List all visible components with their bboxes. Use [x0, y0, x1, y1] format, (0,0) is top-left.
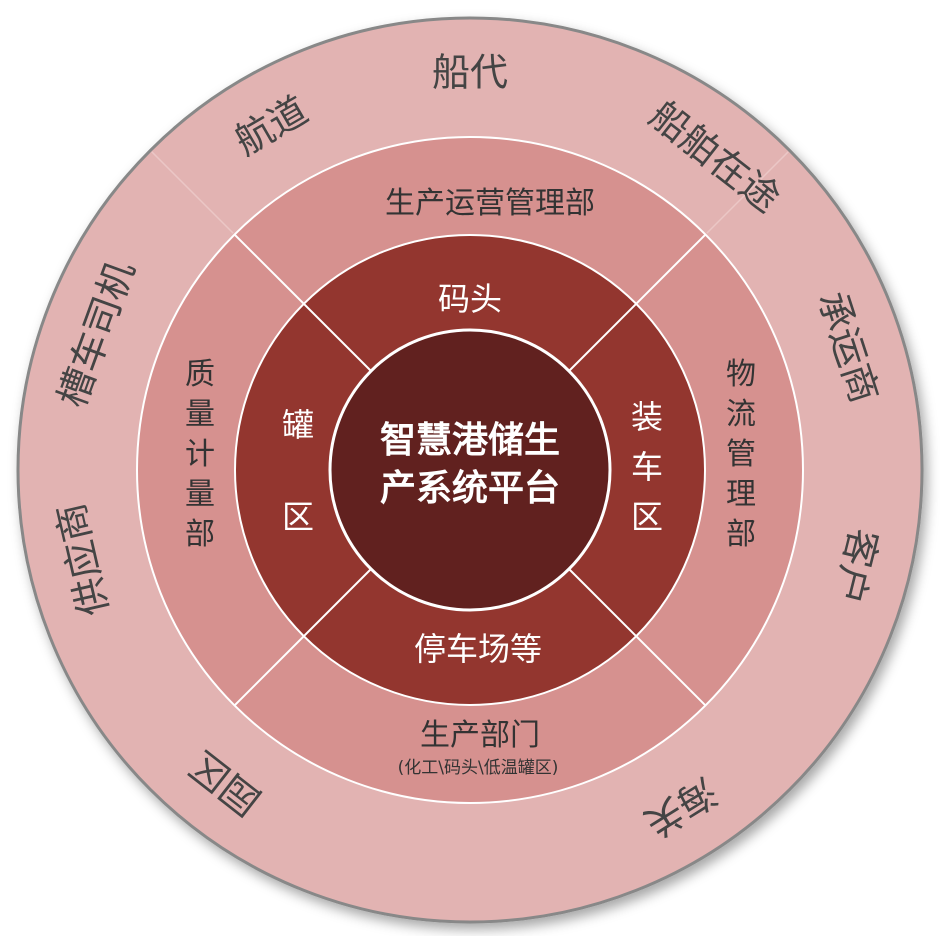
ring-separators	[233, 233, 707, 707]
inner-left-char-0: 罐	[282, 406, 314, 444]
middle-right-char-1: 流	[726, 397, 756, 432]
separator-line-0	[568, 233, 707, 372]
outer-divider-0	[151, 151, 234, 234]
separator-line-2	[233, 568, 372, 707]
middle-label-top: 生产运营管理部	[385, 186, 595, 221]
inner-left-char-1: 区	[282, 498, 314, 536]
middle-right-char-2: 管	[726, 437, 756, 472]
middle-right-char-0: 物	[726, 357, 756, 392]
separator-line-3	[233, 233, 372, 372]
middle-right-char-4: 部	[726, 517, 756, 552]
inner-right-char-0: 装	[631, 398, 663, 436]
inner-label-left: 罐区	[282, 406, 314, 536]
outer-ring-dividers	[151, 151, 789, 234]
center-title-line2: 产系统平台	[380, 468, 560, 509]
middle-left-char-1: 量	[185, 397, 215, 432]
separator-line-1	[568, 568, 707, 707]
outer-label-0: 船代	[432, 51, 508, 95]
inner-label-right: 装车区	[631, 398, 663, 536]
inner-right-char-1: 车	[631, 448, 663, 486]
outer-divider-1	[706, 151, 789, 234]
middle-left-char-2: 计	[185, 437, 215, 472]
center-circle	[328, 328, 612, 612]
inner-right-char-2: 区	[631, 498, 663, 536]
middle-right-char-3: 理	[726, 477, 756, 512]
middle-left-char-0: 质	[185, 357, 215, 392]
middle-label-bottom: 生产部门	[420, 718, 540, 753]
center-title-line1: 智慧港储生	[380, 420, 560, 461]
middle-left-char-3: 量	[185, 477, 215, 512]
middle-label-bottom-sub: (化工\码头\低温罐区)	[398, 758, 559, 778]
inner-label-top: 码头	[438, 280, 502, 318]
inner-label-bottom: 停车场等	[414, 630, 542, 668]
middle-left-char-4: 部	[185, 517, 215, 552]
